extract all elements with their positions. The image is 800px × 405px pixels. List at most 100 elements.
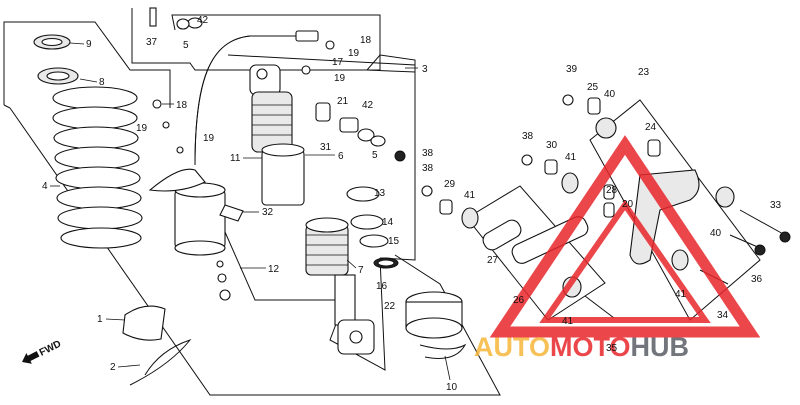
adjusting-nut-8 [37, 67, 79, 85]
callout-25: 25 [587, 82, 599, 93]
hose-inner [194, 35, 305, 166]
callout-41-b: 41 [464, 190, 476, 201]
fwd-arrow-icon [22, 351, 40, 364]
callout-38-b: 38 [522, 131, 534, 142]
callout-26: 26 [513, 295, 525, 306]
bearing-40-top [595, 117, 617, 139]
bearing-40-right [715, 186, 735, 208]
callout-15: 15 [388, 236, 400, 247]
cap-39 [562, 94, 574, 106]
watermark-triangle-inner-icon [539, 199, 711, 323]
callout-29: 29 [444, 179, 456, 190]
callout-11: 11 [230, 153, 241, 164]
callout-10: 10 [446, 382, 458, 393]
bearing-41-right [671, 249, 689, 271]
callout-22: 22 [384, 301, 396, 312]
callout-17: 17 [332, 57, 344, 68]
nut-36 [754, 244, 766, 256]
callout-16: 16 [376, 281, 388, 292]
callout-18-left: 18 [176, 100, 188, 111]
callout-42-mid: 42 [362, 100, 374, 111]
callout-38-a: 38 [422, 148, 434, 159]
callout-40-b: 40 [710, 228, 722, 239]
callout-3: 3 [422, 64, 428, 75]
bolt-36 [729, 234, 761, 249]
callout-12: 12 [268, 264, 280, 275]
seal-ring-13 [346, 186, 380, 202]
callout-28: 28 [606, 185, 618, 196]
bolt-37 [149, 7, 157, 27]
callout-40-a: 40 [604, 89, 616, 100]
fwd-label: FWD [38, 339, 63, 359]
callout-38-c: 38 [422, 163, 434, 174]
link-rod-27 [482, 219, 522, 251]
watermark-triangle-icon [489, 135, 761, 338]
mount-bracket-1 [122, 305, 166, 341]
washer-19-left [162, 121, 170, 129]
callout-35: 35 [606, 343, 618, 354]
callout-13: 13 [374, 188, 386, 199]
washer-5-top [176, 18, 190, 30]
hose-fitting [295, 30, 319, 42]
collar-31 [315, 102, 331, 122]
callout-14: 14 [382, 217, 394, 228]
callout-19-a: 19 [136, 123, 148, 134]
bump-rubber [405, 291, 463, 339]
callout-9: 9 [86, 39, 92, 50]
washer-19-lower [176, 146, 184, 154]
callout-39: 39 [566, 64, 578, 75]
callout-20: 20 [622, 199, 634, 210]
collar-20 [603, 202, 615, 218]
collar-28 [603, 184, 615, 200]
collar-24 [647, 139, 661, 157]
callout-labels: 1 2 3 4 5 5 6 7 8 9 10 11 12 13 14 15 16… [42, 15, 782, 393]
watermark-hub: HUB [631, 332, 690, 362]
screw-18-right [325, 40, 335, 50]
label-32 [219, 204, 244, 222]
callout-32: 32 [262, 207, 274, 218]
fwd-arrow: FWD [22, 339, 63, 364]
bolt-33 [739, 209, 786, 236]
callout-42-top: 42 [197, 15, 209, 26]
frame-main-body [9, 107, 501, 396]
callout-34: 34 [717, 310, 729, 321]
callout-6: 6 [338, 151, 344, 162]
callout-24: 24 [645, 122, 657, 133]
nut-33 [779, 231, 791, 243]
callout-27: 27 [487, 255, 499, 266]
collar-21 [339, 117, 359, 133]
collar-29 [439, 199, 453, 215]
seal-42 [357, 128, 375, 142]
bolt-35 [584, 295, 615, 319]
callout-19-b: 19 [203, 133, 215, 144]
frame-linkage-3 [365, 54, 416, 73]
frame-shock-box [227, 54, 416, 261]
washer-19-right [301, 65, 311, 75]
callout-19-c: 19 [348, 48, 360, 59]
washer-5 [370, 135, 386, 147]
spring-clip-10 [419, 343, 467, 359]
callout-21: 21 [337, 96, 349, 107]
collar-25 [587, 97, 601, 115]
callout-4: 4 [42, 181, 48, 192]
callout-36: 36 [751, 274, 763, 285]
oring-12b [217, 273, 227, 283]
callout-7: 7 [358, 265, 364, 276]
watermark-auto: AUTO [474, 332, 550, 362]
callout-5-mid: 5 [372, 150, 378, 161]
callout-2: 2 [110, 362, 116, 373]
oring-12a [216, 260, 224, 268]
callout-33: 33 [770, 200, 782, 211]
bearing-41-left [461, 207, 479, 229]
callout-23: 23 [638, 67, 650, 78]
spring [52, 86, 143, 249]
callout-1: 1 [97, 314, 103, 325]
callout-30: 30 [546, 140, 558, 151]
frame-linkage-26 [466, 185, 606, 321]
bearing-41-mid [561, 172, 579, 194]
lock-nut-9 [33, 34, 71, 50]
band-2 [129, 338, 192, 386]
stopper-ring-16-hole [377, 259, 395, 267]
